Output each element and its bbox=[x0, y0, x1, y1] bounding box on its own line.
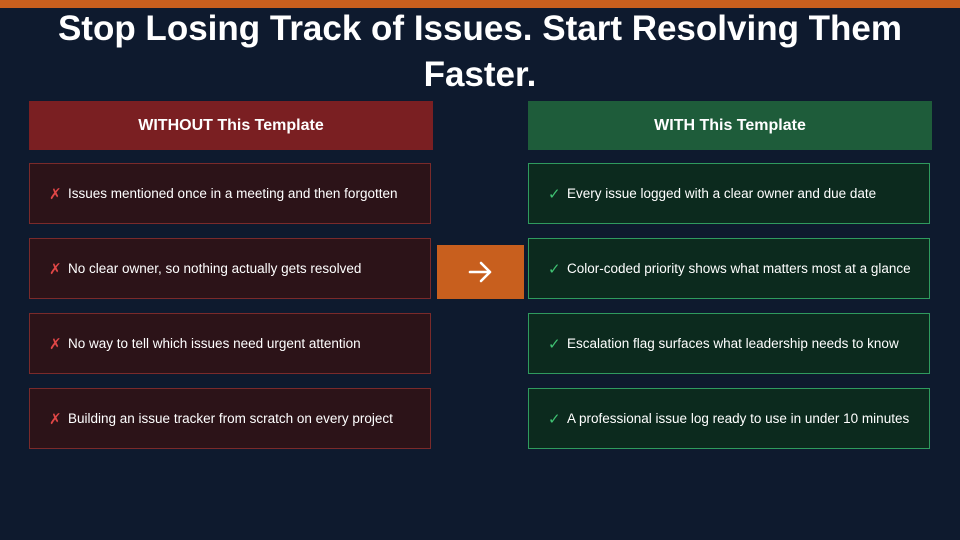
with-header: WITH This Template bbox=[528, 101, 932, 150]
slide-title: Stop Losing Track of Issues. Start Resol… bbox=[57, 9, 903, 94]
with-item: ✓ Escalation flag surfaces what leadersh… bbox=[528, 313, 930, 374]
top-accent-bar bbox=[0, 0, 960, 8]
check-icon: ✓ bbox=[548, 410, 561, 428]
without-item-text: No clear owner, so nothing actually gets… bbox=[68, 261, 362, 276]
without-item-text: Building an issue tracker from scratch o… bbox=[68, 411, 393, 426]
without-item: ✗ Issues mentioned once in a meeting and… bbox=[29, 163, 431, 224]
arrow-right-icon bbox=[468, 261, 491, 283]
cross-icon: ✗ bbox=[49, 260, 62, 278]
with-item: ✓ Every issue logged with a clear owner … bbox=[528, 163, 930, 224]
cross-icon: ✗ bbox=[49, 335, 62, 353]
without-item-text: Issues mentioned once in a meeting and t… bbox=[68, 186, 398, 201]
with-item: ✓ A professional issue log ready to use … bbox=[528, 388, 930, 449]
arrow-box bbox=[437, 245, 524, 299]
with-item: ✓ Color-coded priority shows what matter… bbox=[528, 238, 930, 299]
without-item: ✗ No clear owner, so nothing actually ge… bbox=[29, 238, 431, 299]
with-item-text: Every issue logged with a clear owner an… bbox=[567, 186, 877, 201]
cross-icon: ✗ bbox=[49, 410, 62, 428]
without-header: WITHOUT This Template bbox=[29, 101, 433, 150]
check-icon: ✓ bbox=[548, 185, 561, 203]
without-item: ✗ No way to tell which issues need urgen… bbox=[29, 313, 431, 374]
check-icon: ✓ bbox=[548, 260, 561, 278]
check-icon: ✓ bbox=[548, 335, 561, 353]
with-item-text: Color-coded priority shows what matters … bbox=[567, 261, 911, 276]
without-item-text: No way to tell which issues need urgent … bbox=[68, 336, 361, 351]
without-item: ✗ Building an issue tracker from scratch… bbox=[29, 388, 431, 449]
cross-icon: ✗ bbox=[49, 185, 62, 203]
with-item-text: A professional issue log ready to use in… bbox=[567, 411, 910, 426]
with-item-text: Escalation flag surfaces what leadership… bbox=[567, 336, 899, 351]
